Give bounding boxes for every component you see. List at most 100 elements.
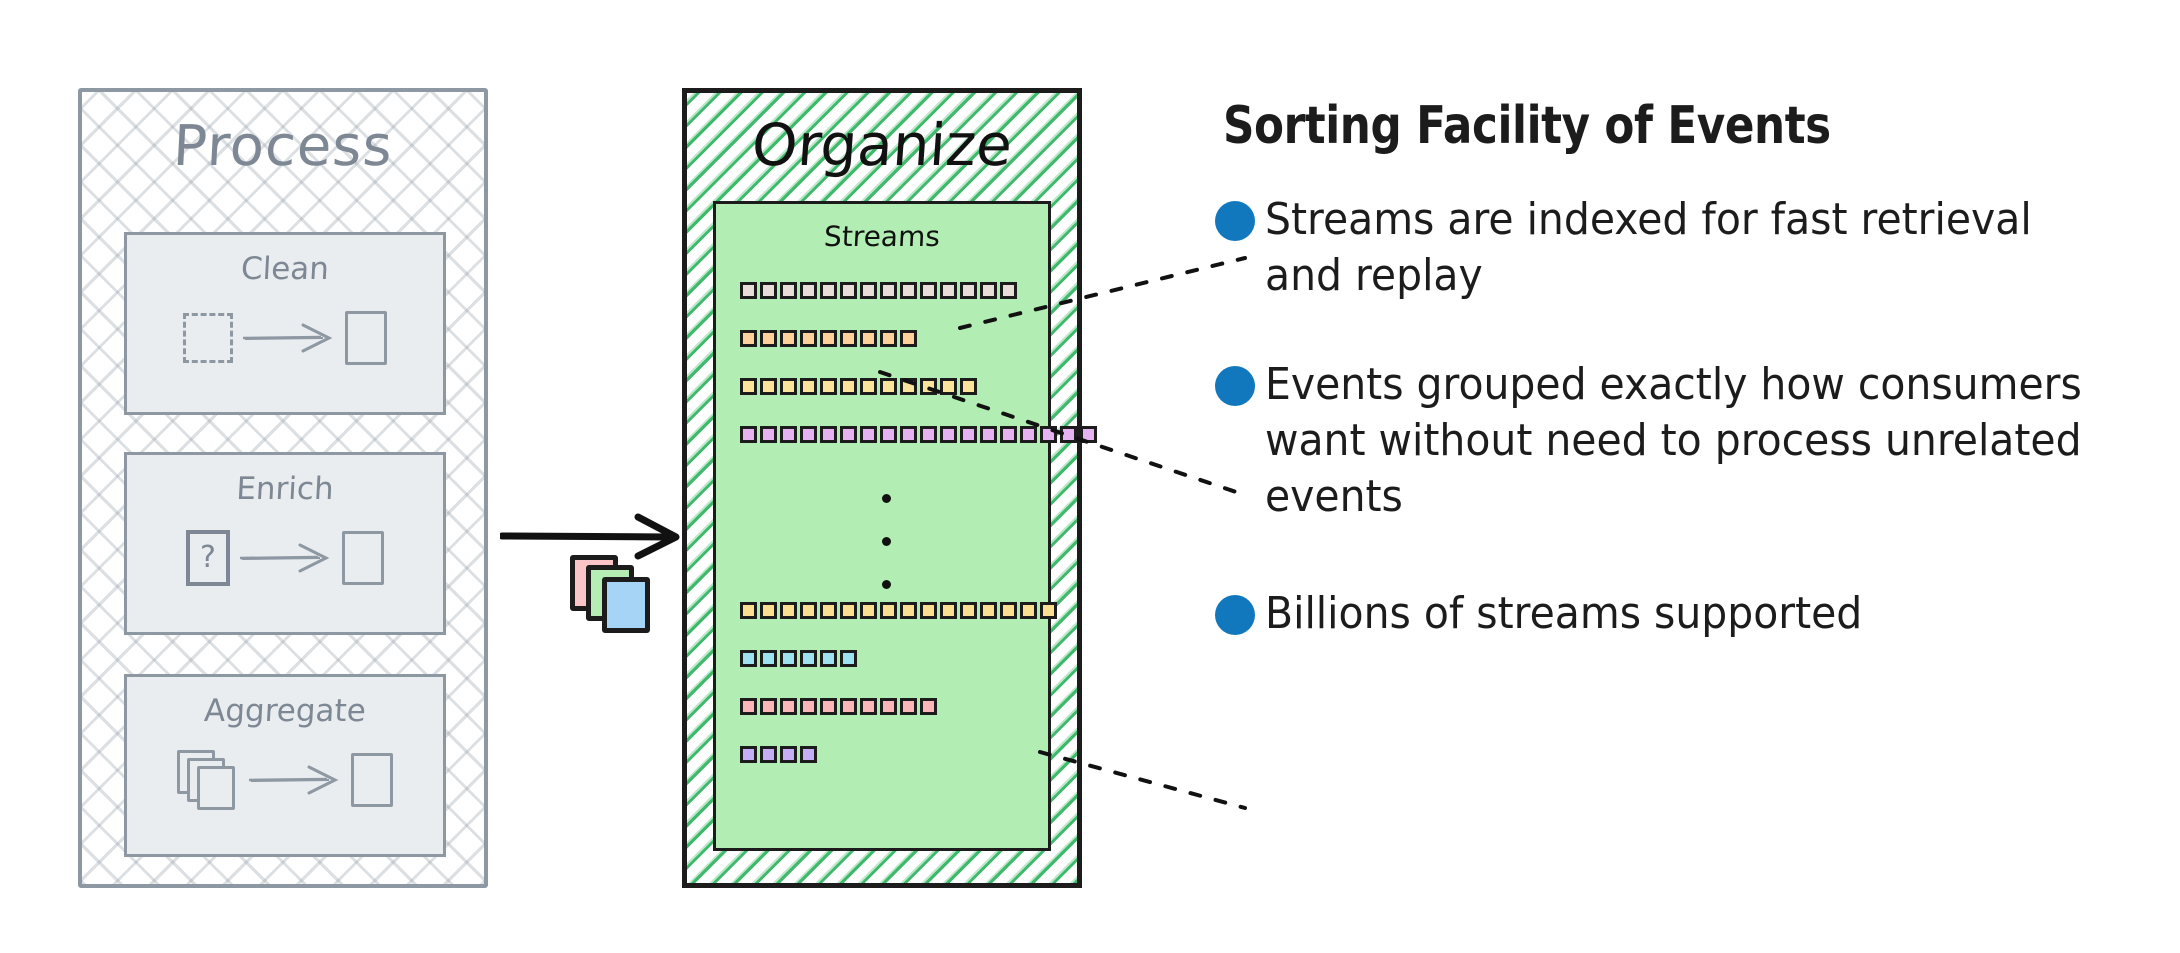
stream-cell [780,426,797,443]
stream-cell [800,426,817,443]
stacked-squares-icon [177,750,239,810]
bullet-text: Streams are indexed for fast retrieval a… [1265,194,2032,302]
bullet-dot-icon [1215,365,1255,406]
organize-panel-title: Organize [749,111,1015,179]
streams-container: Streams [713,201,1097,851]
stream-cell [800,282,817,299]
square-icon [345,311,387,365]
stream-cell [1000,426,1017,443]
stream-bar[interactable] [740,282,1017,299]
stream-cell [900,330,917,347]
stream-cell [880,330,897,347]
stream-cell [940,282,957,299]
stream-cell [920,698,937,715]
process-step-label: Aggregate [203,693,367,729]
stream-cell [740,746,757,763]
stream-cell [1080,426,1097,443]
stream-cell [940,426,957,443]
bullet-text: Billions of streams supported [1265,587,1863,639]
stream-bar[interactable] [740,650,857,667]
bullet-dot-icon [1215,594,1255,635]
bullet-text: Events grouped exactly how consumers wan… [1265,358,2082,523]
stream-cell [940,378,957,395]
stream-cell [800,378,817,395]
info-panel: Sorting Facility of Events Streams are i… [1215,96,2145,682]
enrich-icon-row: ? [127,518,443,598]
process-step-label: Enrich [235,471,335,507]
stream-cell [820,426,837,443]
stream-cell [840,330,857,347]
stream-bar[interactable] [740,330,917,347]
stream-cell [960,378,977,395]
stream-cell [880,602,897,619]
stream-cell [880,698,897,715]
stream-cell [880,426,897,443]
stream-cell [840,426,857,443]
event-cards-icon [570,555,660,633]
stream-cell [860,330,877,347]
process-step-enrich[interactable]: Enrich ? [124,452,446,635]
stream-cell [980,602,997,619]
stream-cell [780,330,797,347]
process-step-label: Clean [240,251,330,287]
arrow-right-icon [238,543,334,573]
stream-cell [1040,426,1057,443]
page-title: Sorting Facility of Events [1223,96,1831,156]
flow-arrow-icon [498,512,680,562]
process-step-clean[interactable]: Clean [124,232,446,415]
stream-cell [880,378,897,395]
stream-cell [760,282,777,299]
organize-panel: Organize Streams [682,88,1097,888]
stream-bar[interactable] [740,746,817,763]
stream-cell [760,378,777,395]
stream-cell [840,650,857,667]
stream-cell [740,330,757,347]
stream-cell [820,330,837,347]
square-icon [351,753,393,807]
stream-bar[interactable] [740,426,1097,443]
event-card-blue [602,577,650,633]
stream-cell [980,426,997,443]
stream-cell [820,650,837,667]
process-step-aggregate[interactable]: Aggregate [124,674,446,857]
stream-cell [760,746,777,763]
arrow-right-icon [241,323,337,353]
stream-bar[interactable] [740,698,937,715]
question-square-icon: ? [186,530,230,586]
stream-cell [980,282,997,299]
stream-cell [960,602,977,619]
bullet-item: Billions of streams supported [1215,586,2145,642]
stream-cell [760,650,777,667]
arrow-right-icon [247,765,343,795]
stream-cell [800,650,817,667]
stream-cell [760,426,777,443]
stream-cell [840,282,857,299]
stream-cell [880,282,897,299]
vertical-ellipsis-icon [882,494,891,589]
stream-cell [920,602,937,619]
stream-cell [900,426,917,443]
stream-cell [740,426,757,443]
clean-icon-row [127,298,443,378]
stream-cell [860,282,877,299]
stream-cell [800,698,817,715]
stream-cell [1060,426,1077,443]
stream-cell [840,698,857,715]
bullet-item: Streams are indexed for fast retrieval a… [1215,192,2145,305]
stream-cell [780,650,797,667]
stream-cell [900,602,917,619]
stream-cell [840,378,857,395]
stream-cell [920,378,937,395]
stream-cell [860,698,877,715]
stream-cell [780,698,797,715]
stream-cell [780,746,797,763]
stream-cell [1000,602,1017,619]
stream-bar[interactable] [740,378,977,395]
process-panel-title: Process [171,114,395,179]
stream-cell [760,602,777,619]
stream-cell [820,378,837,395]
stream-cell [740,282,757,299]
stream-cell [900,378,917,395]
stream-bar[interactable] [740,602,1057,619]
stream-cell [780,282,797,299]
